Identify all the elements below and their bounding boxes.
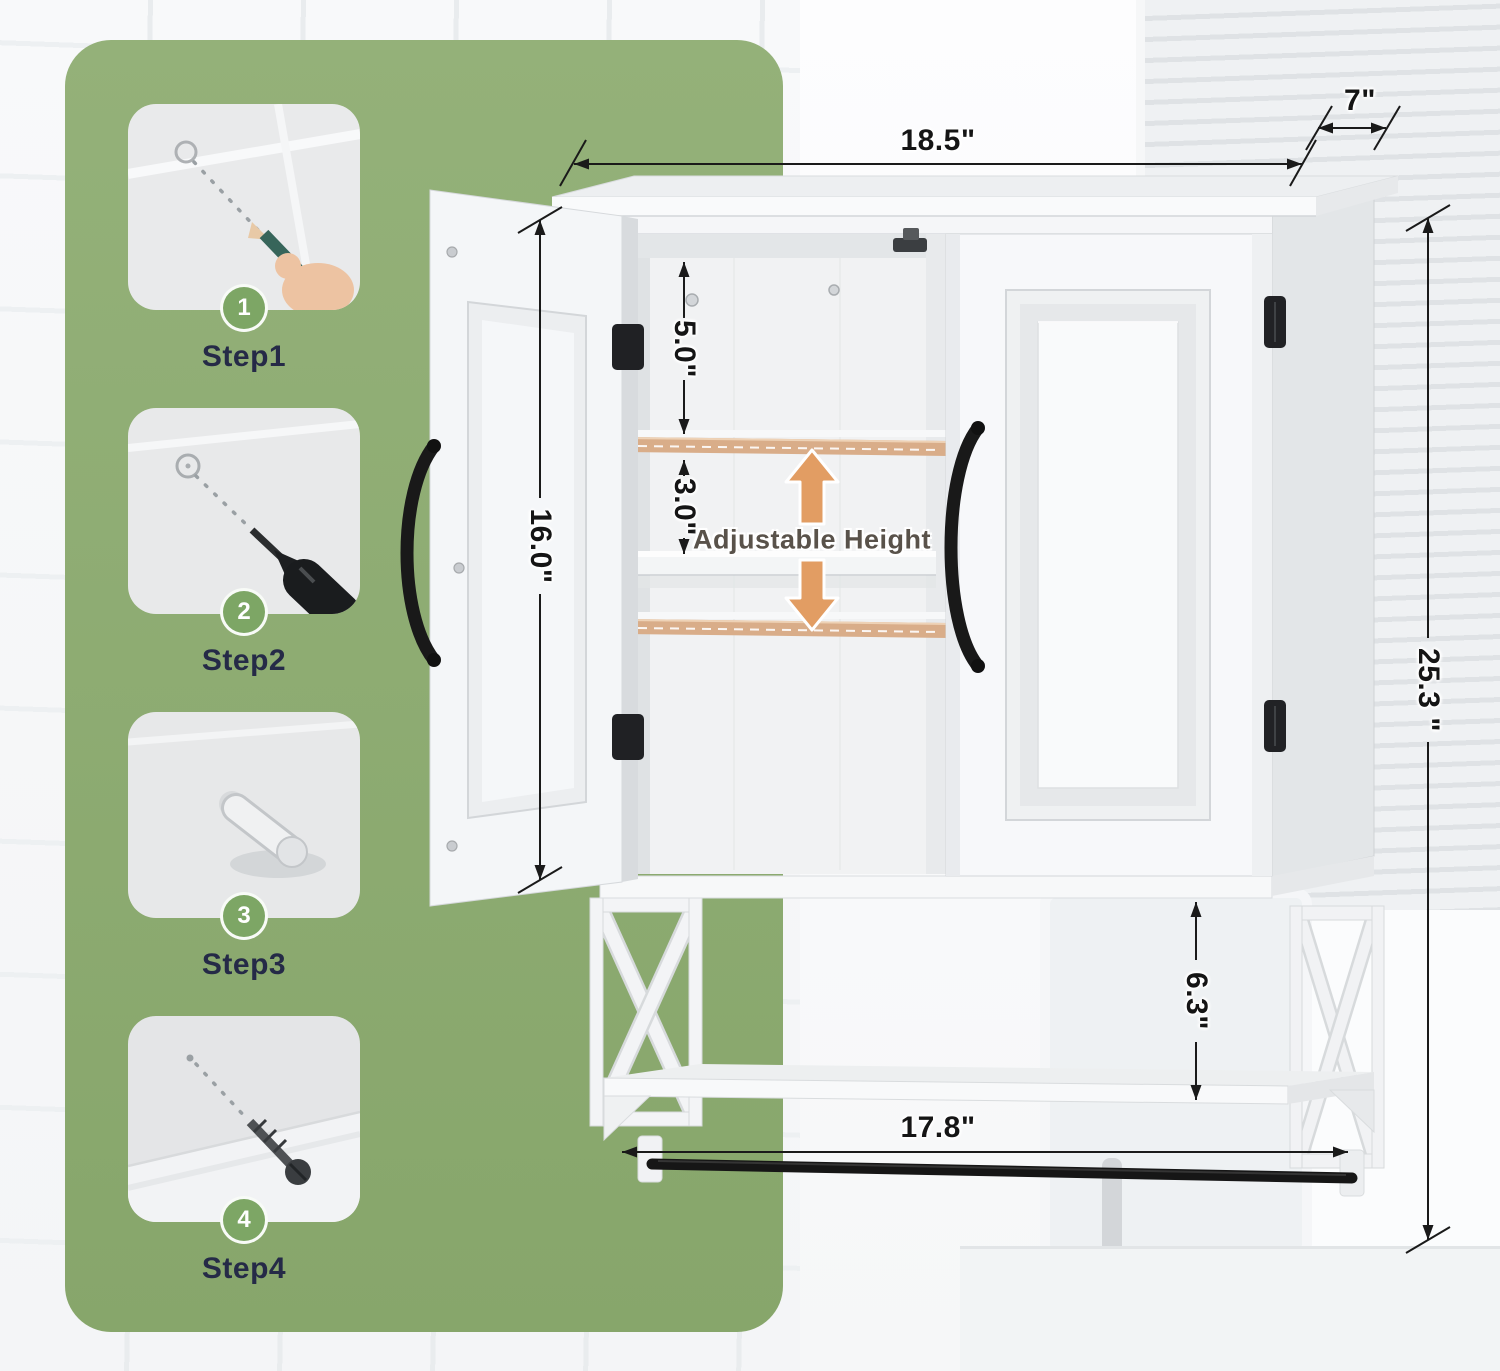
- drill-icon: [249, 527, 360, 614]
- dim-bar-width-label: 17.8": [900, 1111, 976, 1144]
- dim-width-label: 18.5": [900, 124, 976, 157]
- step-number: 1: [237, 294, 251, 321]
- door-hinge: [1264, 296, 1286, 752]
- step-item-2: 2 Step2: [128, 408, 360, 678]
- arrow-down-icon: [784, 558, 840, 632]
- door-hinge: [612, 324, 644, 760]
- dim-door-height-label: 16.0": [524, 508, 557, 584]
- step-number: 2: [237, 598, 251, 625]
- step-item-1: 1 Step1: [128, 104, 360, 374]
- towel-bar: [646, 1158, 1358, 1184]
- mounting-screw: [685, 293, 699, 307]
- bathroom-faucet: [1102, 1158, 1122, 1254]
- step-badge: 1: [220, 284, 268, 332]
- step-label: Step1: [201, 340, 287, 373]
- step-label: Step3: [201, 948, 287, 981]
- right-door-handle: [944, 421, 985, 673]
- dim-depth-label: 7": [1344, 84, 1376, 117]
- screw-icon: [246, 1118, 311, 1185]
- hinge-hardware: [893, 238, 927, 252]
- drill-target-circle: [175, 453, 201, 479]
- step-badge: 3: [220, 892, 268, 940]
- wall-anchor-icon: [219, 791, 308, 868]
- mark-target-circle: [174, 140, 198, 164]
- cabinet-top: [551, 175, 1399, 217]
- mounting-screw: [828, 284, 840, 296]
- door-screw: [446, 840, 458, 852]
- cabinet-body: [400, 175, 1399, 907]
- dim-height-label: 25.3 ": [1412, 648, 1445, 732]
- step1-thumbnail: [128, 104, 360, 310]
- adjustable-shelf: [628, 557, 936, 588]
- step2-thumbnail: [128, 408, 360, 614]
- step-badge: 4: [220, 1196, 268, 1244]
- left-door-handle: [400, 439, 441, 667]
- step3-thumbnail: [128, 712, 360, 918]
- cabinet-bottom-board: [599, 875, 1273, 899]
- dim-lower-gap-label: 6.3": [1180, 972, 1213, 1030]
- right-door: [944, 233, 1286, 877]
- panel-board: [128, 1112, 360, 1222]
- adjustable-height-arrows: [784, 448, 840, 632]
- bottom-shelf: [603, 1064, 1375, 1142]
- open-left-door: [400, 189, 644, 907]
- adjustable-height-label: Adjustable Height: [692, 524, 932, 555]
- front-top-rail: [620, 214, 1272, 234]
- step4-thumbnail: [128, 1016, 360, 1222]
- door-screw: [453, 562, 465, 574]
- step-label: Step4: [201, 1252, 287, 1285]
- tile-grout-line: [128, 129, 360, 179]
- arrow-up-icon: [784, 448, 840, 526]
- cabinet-right-side: [1271, 195, 1375, 879]
- step-item-3: 3 Step3: [128, 712, 360, 982]
- cabinet-bottom-side: [1272, 856, 1374, 896]
- step-number: 4: [237, 1206, 251, 1233]
- hand-icon: [275, 253, 354, 310]
- bathroom-counter: [960, 1246, 1500, 1371]
- dim-top-gap-label: 5.0": [668, 320, 701, 378]
- step-number: 3: [237, 902, 251, 929]
- step-badge: 2: [220, 588, 268, 636]
- lower-shelf-strap: [629, 619, 949, 638]
- door-screw: [446, 246, 458, 258]
- step-item-4: 4 Step4: [128, 1016, 360, 1286]
- dimension-lines: [517, 105, 1451, 1254]
- upper-shelf-strap: [629, 437, 949, 456]
- step-label: Step2: [201, 644, 287, 677]
- door-raised-panel: [1037, 321, 1179, 789]
